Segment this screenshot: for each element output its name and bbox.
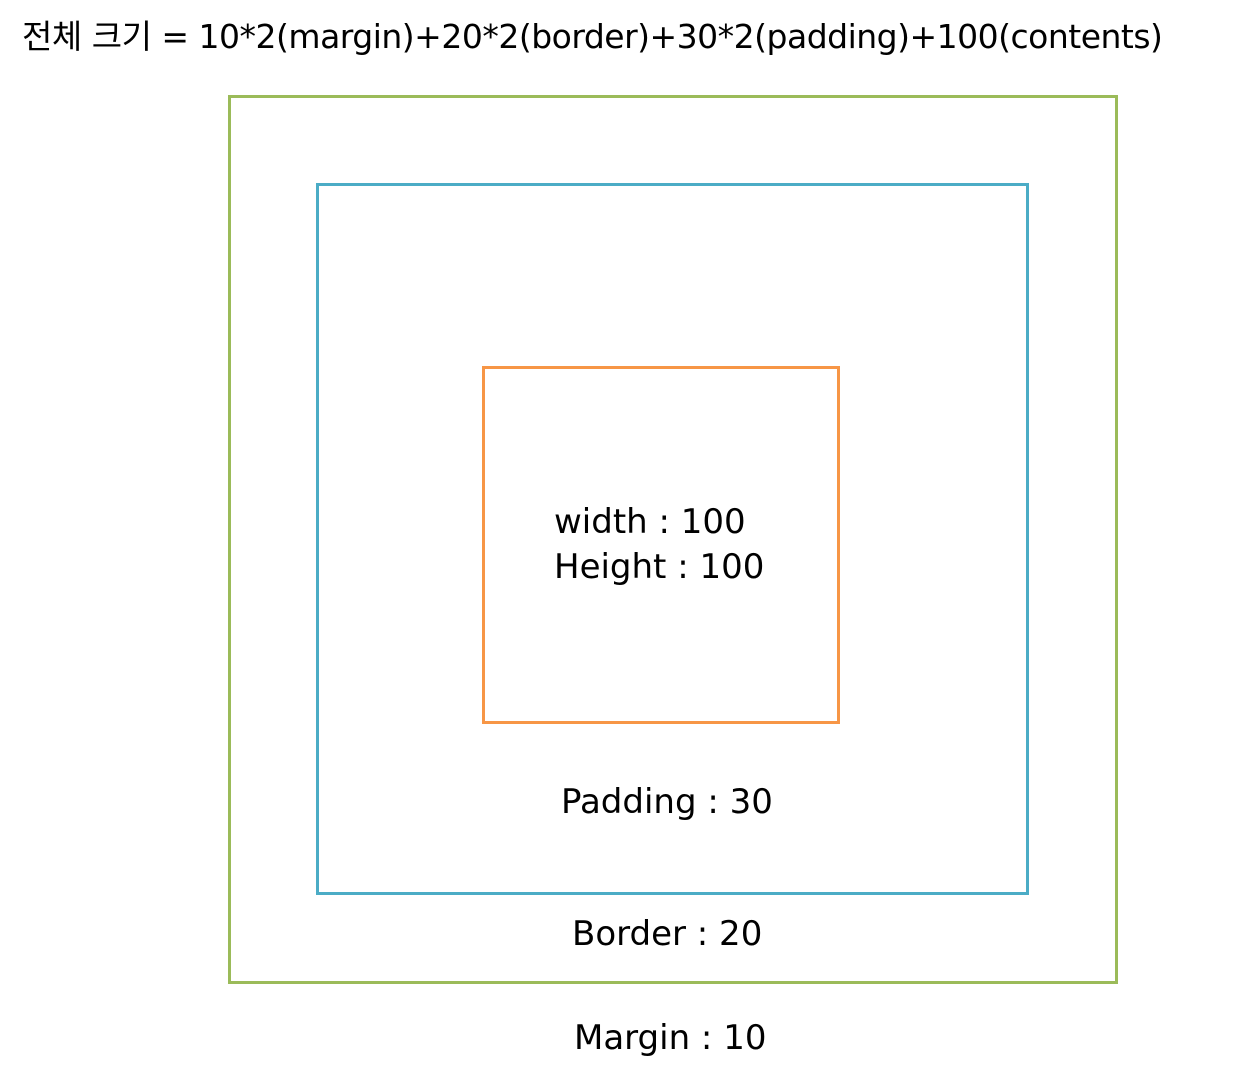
content-box	[482, 366, 840, 724]
margin-box	[228, 95, 1118, 984]
border-label: Border : 20	[572, 914, 763, 954]
content-size-text: width : 100 Height : 100	[554, 500, 764, 590]
padding-label: Padding : 30	[561, 782, 773, 822]
margin-label: Margin : 10	[574, 1018, 767, 1058]
border-box	[316, 183, 1029, 895]
content-width-label: width : 100	[554, 502, 746, 542]
total-size-formula: 전체 크기 = 10*2(margin)+20*2(border)+30*2(p…	[22, 17, 1163, 56]
content-height-label: Height : 100	[554, 547, 765, 587]
